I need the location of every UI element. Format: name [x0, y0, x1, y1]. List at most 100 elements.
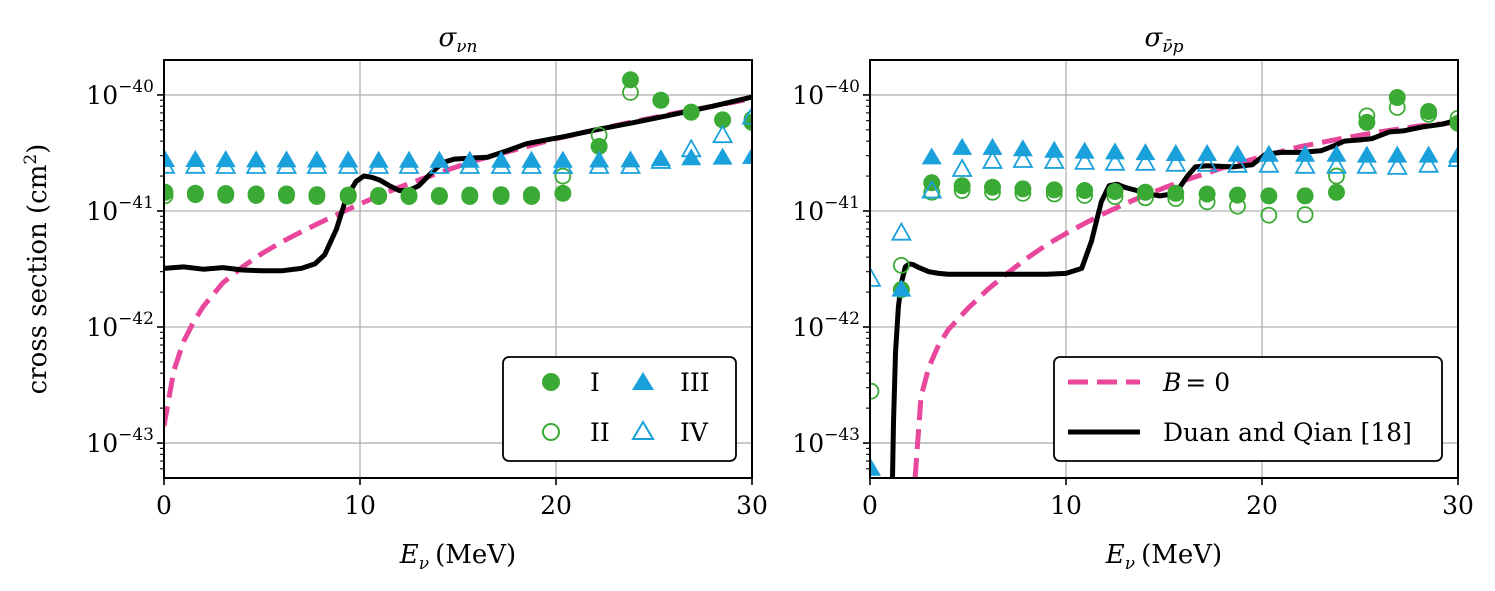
- data-point-iv: [459, 155, 481, 174]
- data-point-i: [1014, 180, 1032, 198]
- y-tick-label: 10−40: [86, 77, 154, 110]
- data-point-iv: [1196, 152, 1218, 172]
- data-point-i: [682, 103, 700, 121]
- data-point-ii: [652, 91, 670, 109]
- data-point-ii: [1229, 197, 1246, 215]
- data-point-ii: [492, 188, 510, 206]
- data-point-iii: [521, 150, 542, 168]
- data-point-iv: [337, 155, 359, 174]
- legend-label-ii: II: [590, 418, 610, 447]
- data-point-iv: [951, 158, 973, 177]
- y-tick-label: 10−43: [792, 425, 860, 458]
- data-point-ii: [278, 187, 295, 205]
- data-point-ii: [430, 188, 448, 206]
- data-point-iv: [275, 155, 298, 174]
- data-point-iv: [1226, 153, 1249, 173]
- data-point-iii: [1227, 144, 1248, 162]
- axes-frame-left: [163, 59, 753, 479]
- data-point-ii: [953, 182, 971, 199]
- series-layer-right: [870, 89, 1458, 478]
- data-point-iv: [1447, 148, 1458, 167]
- chart-title-right: σν̄p: [1145, 23, 1184, 57]
- data-point-ii: [370, 188, 388, 206]
- data-point-iii: [589, 150, 610, 168]
- data-point-iii: [1387, 145, 1408, 163]
- data-point-iv: [1104, 151, 1126, 171]
- data-point-ii: [308, 188, 326, 206]
- legend-marker-i: [542, 373, 560, 391]
- x-tick-label: 20: [540, 491, 572, 520]
- data-point-ii: [984, 183, 1001, 201]
- data-point-iv: [588, 155, 610, 174]
- data-point-iv: [520, 155, 543, 174]
- series-line-duan-and-qian-18: [164, 94, 752, 274]
- legend-right: B= 0 Duan and Qian [18]: [1053, 356, 1443, 462]
- data-point-i: [1045, 181, 1063, 199]
- data-point-ii: [1296, 206, 1314, 224]
- x-axis-label-left: Eν(MeV): [399, 540, 516, 574]
- data-point-i: [1449, 114, 1458, 132]
- data-point-iv: [1134, 151, 1156, 171]
- data-point-iv: [712, 124, 734, 144]
- data-point-ii: [892, 256, 910, 274]
- data-point-iv: [398, 155, 420, 174]
- data-point-iv: [1325, 154, 1348, 174]
- x-tick-label: 0: [862, 491, 878, 520]
- data-point-ii: [1388, 99, 1406, 116]
- data-point-ii: [339, 188, 357, 206]
- data-point-iii: [870, 458, 881, 476]
- data-point-ii: [1014, 184, 1032, 202]
- data-point-iii: [952, 137, 973, 155]
- data-point-iii: [1258, 144, 1279, 162]
- data-point-i: [1327, 183, 1345, 201]
- data-point-iv: [981, 150, 1004, 169]
- x-tick-label: 10: [344, 491, 376, 520]
- data-point-iii: [1295, 144, 1316, 162]
- data-point-i: [953, 177, 971, 195]
- legend-marker-iv: [631, 420, 655, 440]
- data-point-ii: [622, 84, 639, 101]
- data-point-iv: [619, 155, 642, 174]
- data-point-iii: [1074, 141, 1095, 159]
- data-point-iii: [164, 149, 175, 167]
- series-layer-left: [164, 71, 752, 427]
- data-point-iv: [245, 155, 267, 174]
- data-point-iii: [1105, 142, 1125, 160]
- legend-label-iv: IV: [680, 418, 709, 447]
- data-point-iv: [1294, 154, 1316, 174]
- y-tick-label: 10−43: [86, 425, 154, 458]
- x-tick-label: 0: [156, 491, 172, 520]
- data-point-iv: [1043, 150, 1065, 169]
- y-tick-label: 10−41: [792, 193, 860, 226]
- data-point-ii: [400, 188, 418, 206]
- data-point-iv: [1012, 149, 1034, 168]
- data-point-i: [1106, 183, 1124, 201]
- series-line-b-0: [912, 119, 1458, 478]
- data-point-ii: [554, 167, 572, 185]
- series-line-duan-and-qian-18: [890, 117, 1458, 478]
- legend-box-right: [1053, 356, 1443, 462]
- data-point-ii: [682, 103, 700, 121]
- data-point-iv: [306, 155, 328, 174]
- legend-marker-ii: [542, 423, 560, 441]
- data-point-iii: [921, 147, 942, 165]
- data-point-iv: [490, 155, 512, 174]
- data-point-iii: [1448, 145, 1458, 163]
- data-point-iv: [1165, 152, 1187, 172]
- data-point-iii: [1326, 144, 1347, 162]
- data-point-iii: [306, 150, 327, 168]
- data-point-ii: [1449, 109, 1458, 127]
- y-tick-label: 10−41: [86, 193, 154, 226]
- legend-box-left: [502, 356, 737, 462]
- data-point-ii: [1106, 188, 1124, 206]
- y-axis-label: cross section (cm2): [21, 144, 53, 395]
- data-point-i: [1296, 187, 1314, 205]
- data-point-iii: [1044, 140, 1065, 158]
- data-point-iii: [429, 150, 450, 168]
- data-point-ii: [1328, 167, 1345, 185]
- data-point-ii: [1076, 187, 1094, 204]
- data-point-iii: [742, 146, 752, 164]
